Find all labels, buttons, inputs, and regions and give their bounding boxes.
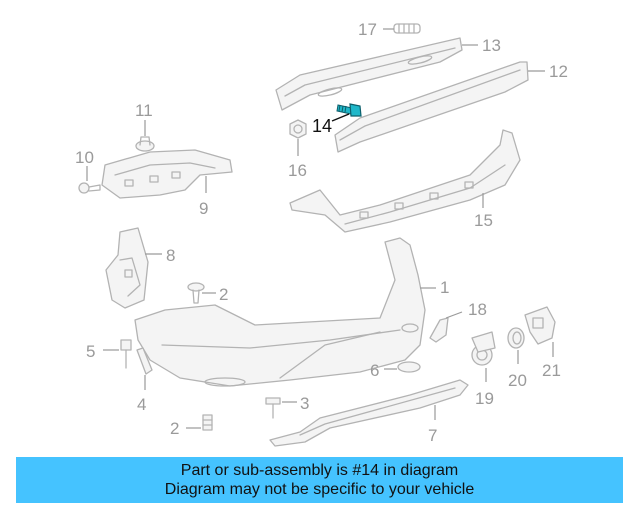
part-19-sensor — [471, 331, 496, 366]
part-8-side-support — [105, 227, 149, 309]
part-12-reinforcement-bar — [334, 61, 529, 153]
label-14: 14 — [312, 116, 332, 136]
banner-line-1: Part or sub-assembly is #14 in diagram — [180, 462, 459, 479]
part-16-nut — [289, 119, 307, 139]
label-16: 16 — [288, 161, 307, 180]
label-13: 13 — [482, 36, 501, 55]
label-2-lower: 2 — [170, 419, 179, 438]
part-20-grommet — [507, 327, 525, 349]
label-4: 4 — [137, 395, 146, 414]
label-20: 20 — [508, 371, 527, 390]
part-2-clip-upper — [187, 282, 205, 304]
part-7-lower-valance — [269, 379, 469, 447]
part-14-bolt — [336, 103, 362, 117]
part-1-bumper-cover — [134, 237, 426, 387]
label-15: 15 — [474, 211, 493, 230]
label-7: 7 — [428, 426, 437, 445]
part-15-bracket — [289, 129, 521, 233]
info-banner: Part or sub-assembly is #14 in diagram D… — [16, 457, 623, 503]
part-13-impact-bar — [275, 37, 463, 111]
label-2-upper: 2 — [219, 285, 228, 304]
parts-diagram: 17 13 12 14 16 15 — [75, 20, 568, 447]
part-18-cover — [429, 317, 449, 343]
part-21-holder — [524, 306, 556, 345]
part-9-side-bracket — [101, 149, 233, 199]
label-9: 9 — [199, 199, 208, 218]
part-17-clip — [393, 23, 421, 34]
leader-14 — [331, 113, 350, 122]
part-10-screw — [78, 182, 101, 194]
label-3: 3 — [300, 394, 309, 413]
part-6-trim — [397, 361, 421, 373]
part-4-reflector — [136, 347, 153, 375]
part-11-clip — [135, 136, 155, 152]
label-5: 5 — [86, 342, 95, 361]
label-8: 8 — [166, 246, 175, 265]
banner-line-2: Diagram may not be specific to your vehi… — [164, 481, 475, 498]
label-19: 19 — [475, 389, 494, 408]
label-18: 18 — [468, 300, 487, 319]
label-12: 12 — [549, 62, 568, 81]
leader-18 — [445, 311, 463, 319]
part-3-bolt — [265, 397, 281, 419]
label-1: 1 — [440, 278, 449, 297]
label-6: 6 — [370, 361, 379, 380]
label-10: 10 — [75, 148, 94, 167]
part-2-clip-lower — [202, 414, 213, 431]
part-5-stud — [120, 339, 132, 369]
label-21: 21 — [542, 361, 561, 380]
label-17: 17 — [358, 20, 377, 39]
label-11: 11 — [135, 101, 153, 120]
